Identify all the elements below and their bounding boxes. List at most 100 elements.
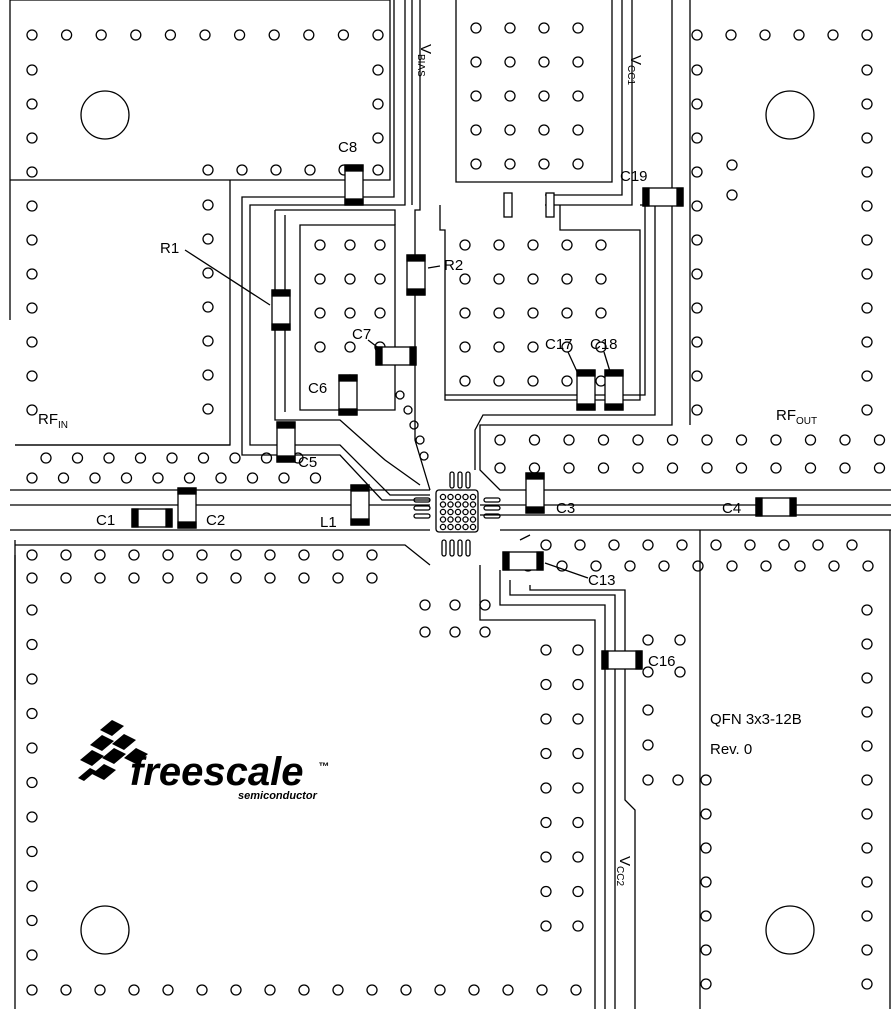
c6-footprint-pad — [338, 408, 358, 416]
via — [861, 876, 873, 888]
via — [60, 984, 72, 996]
qfn-thermal-via — [439, 523, 447, 531]
label-rf-in: RFIN — [38, 411, 68, 431]
c8-footprint-pad — [344, 198, 364, 206]
via — [372, 164, 384, 176]
qfn-lead — [441, 539, 447, 557]
via — [608, 539, 620, 551]
via — [233, 29, 246, 41]
via — [344, 239, 356, 251]
logo-tagline: semiconductor — [238, 790, 318, 802]
c17-footprint-pad — [576, 403, 596, 411]
via — [298, 572, 310, 584]
r1-footprint-pad — [271, 323, 291, 331]
mounting-hole — [765, 90, 815, 140]
via — [540, 885, 552, 898]
via — [691, 268, 703, 280]
via — [470, 56, 482, 68]
via — [839, 434, 851, 446]
via — [103, 452, 115, 464]
via — [332, 549, 344, 561]
via — [726, 159, 738, 171]
label-c1: C1 — [96, 512, 115, 529]
via — [459, 341, 471, 353]
via — [26, 572, 38, 584]
via — [419, 599, 431, 611]
copper-trace — [545, 0, 633, 206]
qfn-thermal-via — [462, 516, 469, 523]
via — [26, 268, 38, 280]
via — [434, 984, 446, 996]
qfn-lead — [457, 471, 463, 489]
via — [572, 920, 584, 932]
via — [538, 158, 550, 170]
via — [561, 273, 573, 285]
via — [202, 164, 214, 176]
via — [861, 404, 873, 416]
copper-trace — [519, 534, 531, 541]
r2-footprint-pad — [406, 254, 426, 262]
qfn-thermal-via — [439, 501, 447, 508]
leader-line — [544, 562, 589, 579]
via — [538, 124, 550, 136]
via — [861, 336, 873, 348]
via — [128, 549, 140, 561]
via — [309, 472, 322, 484]
via — [691, 29, 703, 41]
via — [700, 876, 712, 888]
via — [572, 747, 584, 760]
via — [26, 166, 38, 178]
via — [770, 462, 782, 474]
qfn-thermal-via — [447, 501, 454, 508]
via — [57, 472, 70, 484]
via — [666, 462, 679, 474]
qfn-thermal-via — [447, 493, 454, 501]
qfn-lead — [449, 471, 455, 489]
via — [26, 370, 38, 382]
via — [230, 549, 242, 561]
mounting-hole — [80, 905, 130, 955]
via — [572, 22, 584, 34]
revision-label: Rev. 0 — [710, 741, 752, 758]
via — [540, 747, 552, 760]
via — [674, 666, 686, 678]
via — [199, 29, 211, 41]
via — [744, 539, 756, 551]
via — [527, 375, 539, 387]
mounting-hole — [765, 905, 815, 955]
via — [862, 560, 874, 572]
via — [572, 678, 584, 691]
qfn-lead — [483, 513, 501, 519]
via — [710, 539, 722, 551]
via — [372, 98, 384, 110]
via — [861, 302, 873, 314]
via — [528, 434, 541, 446]
via — [372, 132, 384, 144]
copper-trace — [15, 544, 431, 566]
qfn-thermal-via — [454, 508, 462, 516]
via — [642, 739, 654, 751]
copper-trace — [545, 0, 623, 196]
qfn-thermal-via — [469, 493, 477, 501]
copper-trace — [10, 0, 391, 181]
via — [26, 234, 38, 246]
freescale-logo-icon — [78, 720, 148, 781]
via — [735, 434, 748, 446]
via — [642, 774, 654, 786]
via — [504, 124, 516, 136]
via — [202, 369, 214, 381]
via — [700, 944, 712, 956]
via — [827, 29, 839, 41]
leader-line — [427, 265, 441, 269]
via — [572, 124, 584, 136]
qfn-thermal-via — [439, 493, 447, 501]
copper-trace — [455, 0, 613, 183]
via — [672, 774, 684, 786]
via — [691, 336, 703, 348]
via — [366, 984, 378, 996]
via — [260, 452, 273, 464]
copper-trace — [275, 209, 396, 225]
via — [332, 572, 344, 584]
via — [538, 90, 550, 102]
